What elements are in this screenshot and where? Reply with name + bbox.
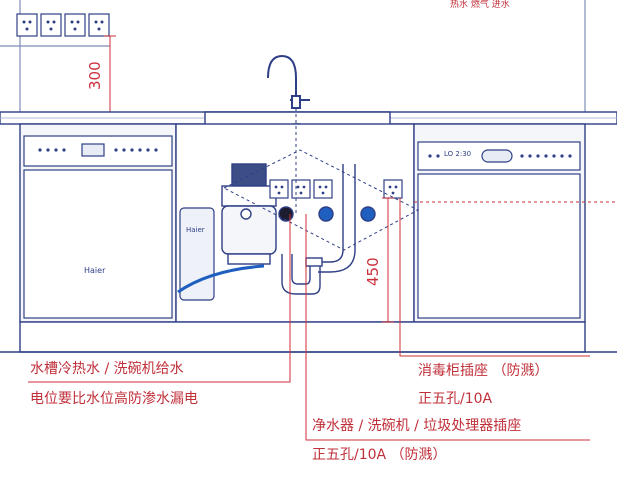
reference-lines <box>222 108 617 251</box>
wall-outlet-row <box>16 13 110 37</box>
socket-height-label: 450 <box>364 257 382 286</box>
top-right-labels: 热水 燃气 进水 <box>450 0 510 10</box>
disinfection-cabinet-display: LO 2:30 <box>444 150 472 158</box>
water-valves <box>278 206 376 222</box>
outlet-height-dimension <box>104 35 116 113</box>
food-waste-disposer <box>221 163 277 265</box>
callout-left-line1: 水槽冷热水 / 洗碗机给水 <box>30 361 184 377</box>
callout-right-line2: 正五孔/10A <box>418 391 493 407</box>
water-hose <box>177 264 265 294</box>
leader-lines <box>28 198 590 441</box>
disinfection-cabinet <box>417 141 581 319</box>
outlet-height-label: 300 <box>86 61 104 90</box>
socket-height-dimension <box>382 197 394 323</box>
callout-bottom-line1: 净水器 / 洗碗机 / 垃圾处理器插座 <box>312 418 522 434</box>
callout-right-line1: 消毒柜插座 （防溅） <box>418 363 549 379</box>
faucet <box>267 54 310 109</box>
callout-left-line2: 电位要比水位高防渗水漏电 <box>30 391 198 407</box>
dishwasher <box>23 135 173 319</box>
callout-bottom-line2: 正五孔/10A （防溅） <box>312 447 447 463</box>
disposer-brand: Haier <box>186 226 205 234</box>
dishwasher-brand: Haier <box>84 266 106 275</box>
